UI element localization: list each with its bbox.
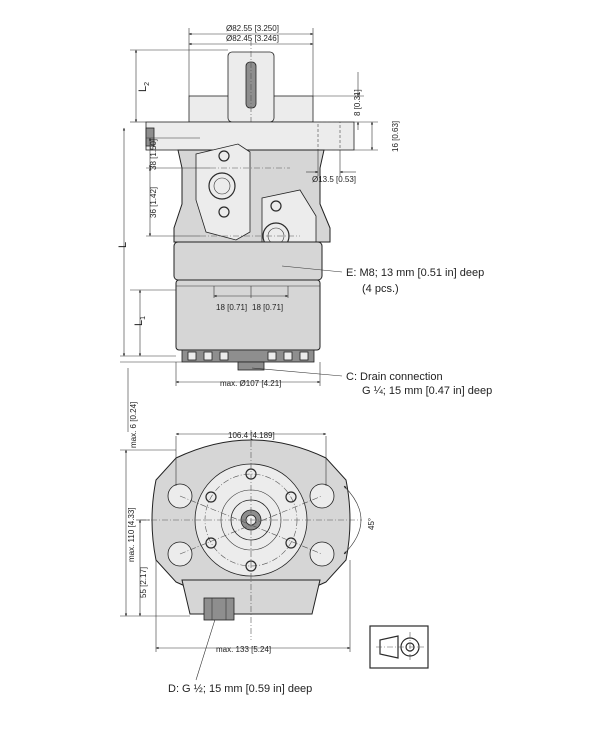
dim-hole: Ø13.5 [0.53]	[312, 175, 356, 184]
side-view: Ø82.55 [3.250] Ø82.45 [3.246] L2 L 38 [1…	[117, 24, 400, 448]
front-mount-hole-br	[309, 541, 335, 567]
dim-106-4: 106.4 [4.189]	[228, 431, 275, 440]
dim-8: 8 [0.31]	[353, 89, 362, 116]
port-plate	[195, 143, 251, 241]
callout-e-line2: (4 pcs.)	[362, 283, 399, 295]
dim-top-diameter-upper: Ø82.55 [3.250]	[226, 24, 279, 33]
callout-e-line1: E: M8; 13 mm [0.51 in] deep	[346, 267, 484, 279]
dim-18-left: 18 [0.71]	[216, 303, 247, 312]
callout-c-line2: G ¼; 15 mm [0.47 in] deep	[362, 385, 492, 397]
cover-bolts	[181, 349, 315, 363]
callout-c-line1: C: Drain connection	[346, 371, 443, 383]
dim-max107: max. Ø107 [4.21]	[220, 379, 281, 388]
port-d-boss	[203, 597, 235, 621]
port-a	[208, 172, 236, 200]
label-l: L	[117, 242, 129, 248]
label-l2: L2	[137, 82, 151, 92]
dim-max133: max. 133 [5.24]	[216, 645, 271, 654]
label-l1: L1	[133, 316, 147, 326]
mounting-flange	[145, 121, 355, 151]
drain-port	[237, 361, 265, 371]
dim-top-diameter-lower: Ø82.45 [3.246]	[226, 34, 279, 43]
dim-max6: max. 6 [0.24]	[129, 402, 138, 448]
gerotor-body	[173, 241, 323, 281]
bolt-e3	[270, 200, 282, 212]
dim-16: 16 [0.63]	[391, 121, 400, 152]
front-view: 106.4 [4.189] max. 110 [4.33] 55 [2.17] …	[120, 430, 376, 654]
bolt-e2	[218, 206, 230, 218]
dim-45-deg: 45°	[367, 518, 376, 530]
projection-symbol	[369, 625, 429, 669]
bolt-e1	[218, 150, 230, 162]
dim-55: 55 [2.17]	[139, 567, 148, 598]
flange-hole	[317, 121, 341, 151]
end-cover	[175, 279, 321, 351]
callout-d-line1: D: G ½; 15 mm [0.59 in] deep	[168, 683, 312, 695]
dim-18-right: 18 [0.71]	[252, 303, 283, 312]
dim-36: 36 [1.42]	[149, 187, 158, 218]
front-mount-hole-tr	[309, 483, 335, 509]
dim-38: 38 [1.50]	[149, 139, 158, 170]
dim-max110: max. 110 [4.33]	[127, 507, 136, 562]
